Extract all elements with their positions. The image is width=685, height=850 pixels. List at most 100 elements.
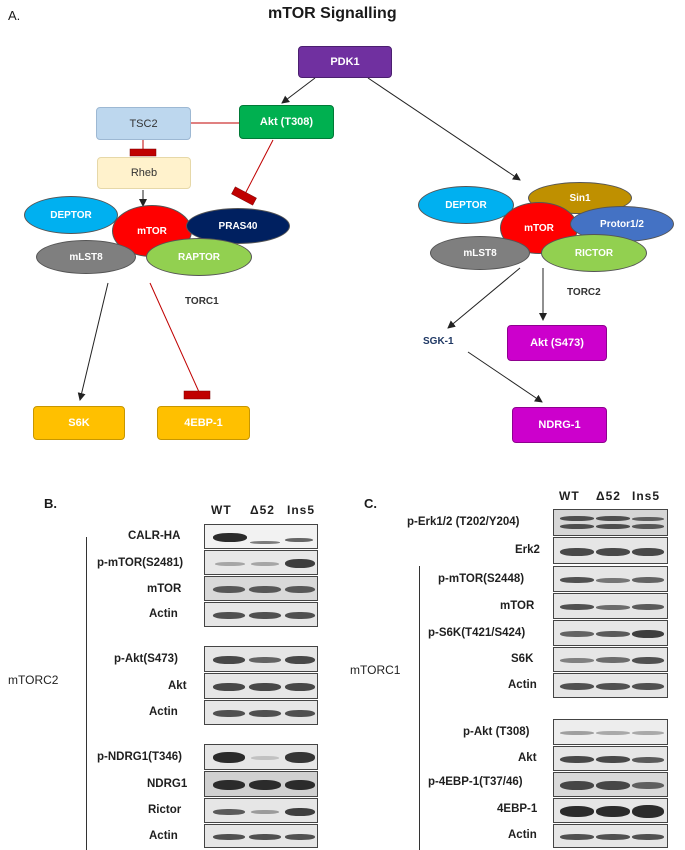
node-pdk1-label: PDK1 (330, 56, 360, 68)
c-label-akt: Akt (518, 752, 537, 764)
node-tsc2-label: TSC2 (129, 117, 158, 130)
panel-b-group-label: mTORC2 (8, 673, 59, 687)
arrow-pdk1-torc2 (367, 77, 521, 181)
inhibit-bar-rheb (129, 148, 157, 157)
band (285, 808, 315, 816)
c-blot-erk2 (553, 537, 668, 564)
node-akt-t308-label: Akt (T308) (259, 116, 314, 128)
panel-b-col-ins5: Ins5 (287, 503, 316, 517)
c-blot-akt (553, 746, 668, 771)
b-blot-akt (204, 673, 318, 699)
band (251, 562, 279, 566)
band (285, 559, 315, 568)
node-raptor-label: RAPTOR (177, 251, 221, 263)
band (285, 752, 315, 763)
b-blot-actin-2 (204, 700, 318, 725)
panel-c-bracket (419, 566, 420, 850)
band (632, 757, 664, 763)
c-label-p-4ebp1: p-4EBP-1(T37/46) (428, 776, 523, 788)
c-blot-actin-1 (553, 673, 668, 698)
band (632, 577, 664, 583)
panel-c-group-label: mTORC1 (350, 663, 401, 677)
c-label-p-erk: p-Erk1/2 (T202/Y204) (407, 516, 520, 528)
band (632, 524, 664, 529)
b-blot-p-akt (204, 646, 318, 672)
band (285, 612, 315, 619)
node-mlst8-torc1: mLST8 (36, 240, 136, 274)
torc2-label: TORC2 (567, 287, 601, 298)
panel-c-letter: C. (364, 496, 377, 511)
panel-b-col-wt: WT (211, 503, 232, 517)
node-deptor-torc1: DEPTOR (24, 196, 118, 234)
node-deptor-torc2: DEPTOR (418, 186, 514, 224)
band (560, 806, 594, 817)
band (560, 524, 594, 529)
b-label-calr-ha: CALR-HA (128, 530, 181, 542)
panel-b-letter: B. (44, 496, 57, 511)
c-label-actin-1: Actin (508, 679, 537, 691)
node-akt-t308: Akt (T308) (239, 105, 334, 139)
band (213, 656, 245, 664)
band (249, 612, 281, 619)
b-blot-p-ndrg1 (204, 744, 318, 770)
b-label-akt: Akt (168, 680, 187, 692)
band (596, 548, 630, 556)
band (213, 533, 247, 542)
panel-a-title: mTOR Signalling (268, 5, 397, 22)
node-akt-s473-label: Akt (S473) (530, 337, 584, 349)
node-pras40: PRAS40 (186, 208, 290, 244)
node-s6k: S6K (33, 406, 125, 440)
band (632, 731, 664, 735)
panel-c-col-ins5: Ins5 (632, 489, 661, 503)
b-blot-mtor (204, 576, 318, 601)
c-label-s6k: S6K (511, 653, 534, 665)
c-label-p-mtor: p-mTOR(S2448) (438, 573, 525, 585)
c-label-erk2: Erk2 (515, 544, 540, 556)
node-4ebp1-label: 4EBP-1 (184, 417, 223, 429)
arrow-sgk1-ndrg1 (467, 351, 543, 403)
node-rictor-label: RICTOR (574, 247, 614, 259)
band (596, 657, 630, 663)
band (249, 780, 281, 790)
band (632, 805, 664, 818)
node-akt-s473: Akt (S473) (507, 325, 607, 361)
panel-c-col-wt: WT (559, 489, 580, 503)
inhibit-bar-4ebp1 (183, 390, 211, 400)
b-label-mtor: mTOR (147, 583, 182, 595)
band (213, 612, 245, 619)
b-label-actin-2: Actin (149, 706, 178, 718)
band (213, 586, 245, 593)
band (596, 756, 630, 763)
band (596, 834, 630, 840)
band (560, 631, 594, 637)
band (560, 604, 594, 610)
node-s6k-label: S6K (68, 417, 90, 429)
band (560, 731, 594, 735)
node-mtor-torc2-label: mTOR (524, 222, 554, 234)
band (213, 780, 245, 790)
b-blot-calr-ha (204, 524, 318, 549)
b-label-p-akt: p-Akt(S473) (114, 653, 178, 665)
node-deptor-torc2-label: DEPTOR (445, 199, 487, 211)
b-label-actin-3: Actin (149, 830, 178, 842)
node-mlst8-torc2: mLST8 (430, 236, 530, 270)
panel-b-col-d52: Δ52 (250, 503, 275, 517)
band (560, 516, 594, 521)
b-blot-p-mtor (204, 550, 318, 575)
band (251, 810, 279, 814)
b-blot-actin-3 (204, 824, 318, 848)
band (249, 834, 281, 840)
band (215, 562, 245, 566)
band (285, 586, 315, 593)
node-protor-label: Protor1/2 (600, 218, 644, 230)
b-blot-ndrg1 (204, 771, 318, 797)
band (213, 683, 245, 691)
node-rheb: Rheb (97, 157, 191, 189)
band (560, 683, 594, 690)
b-label-actin-1: Actin (149, 608, 178, 620)
c-blot-4ebp1 (553, 798, 668, 823)
band (249, 710, 281, 717)
arrow-torc1-s6k (77, 282, 109, 401)
band (251, 756, 279, 760)
arrow-torc2-sgk1 (447, 267, 521, 329)
